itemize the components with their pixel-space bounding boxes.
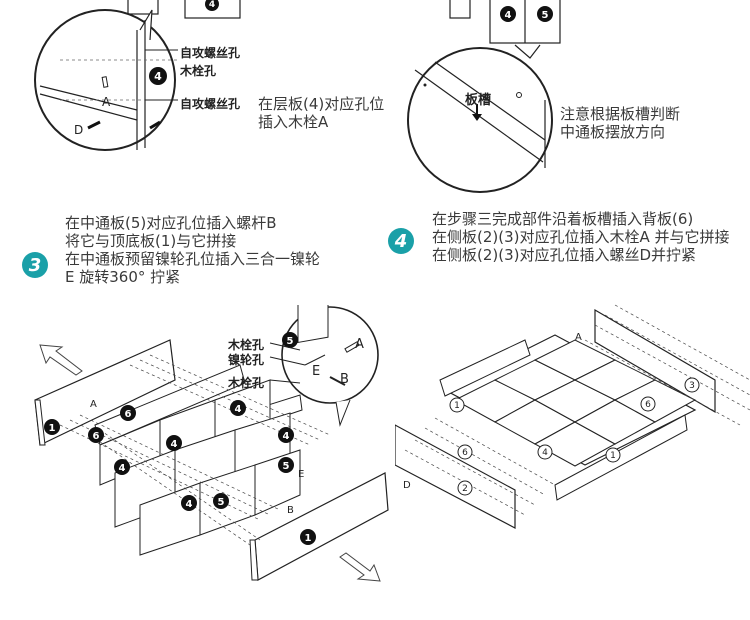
instruction-line-1: 在层板(4)对应孔位 — [258, 95, 385, 113]
svg-text:5: 5 — [218, 497, 225, 508]
step-3-text: 在中通板(5)对应孔位插入螺杆B 将它与顶底板(1)与它拼接 在中通板预留镍轮孔… — [65, 214, 320, 286]
step-4-text: 在步骤三完成部件沿着板槽插入背板(6) 在侧板(2)(3)对应孔位插入木栓A 并… — [432, 210, 730, 264]
label-self-tapping-2: 自攻螺丝孔 — [180, 97, 241, 111]
top-right-detail: 4 5 — [395, 0, 595, 195]
svg-text:5: 5 — [283, 461, 290, 472]
svg-text:5: 5 — [287, 336, 294, 347]
svg-text:4: 4 — [209, 0, 215, 10]
step-4-line-2: 在侧板(2)(3)对应孔位插入木栓A 并与它拼接 — [432, 228, 730, 246]
step-3-panel-badges: 1 6 6 4 4 4 4 4 5 5 1 — [44, 400, 316, 545]
panel-5-badge: 5 — [542, 10, 549, 21]
svg-text:1: 1 — [454, 401, 460, 411]
top-left-instruction: 在层板(4)对应孔位 插入木栓A — [258, 95, 384, 131]
step-3-line-3: 在中通板预留镍轮孔位插入三合一镍轮 — [65, 250, 321, 268]
svg-text:1: 1 — [610, 451, 616, 461]
step-4-diagram: 1 6 4 1 2 3 6 A D — [394, 300, 750, 540]
callout-wood-dowel-hole: 木栓孔 — [228, 338, 265, 352]
step-3-line-4: E 旋转360° 拧紧 — [65, 268, 181, 286]
label-wood-dowel: 木栓孔 — [180, 64, 217, 78]
top-right-note: 注意根据板槽判断 中通板摆放方向 — [560, 105, 680, 141]
step-3-drawing: 1 6 6 4 4 4 4 4 5 5 1 A E B — [34, 256, 389, 582]
callout-a: A — [355, 337, 364, 352]
top-right-drawing: 4 5 — [407, 0, 561, 193]
callout-wood-dowel-hole-2: 木栓孔 — [228, 376, 265, 390]
svg-text:4: 4 — [542, 448, 548, 458]
step-4-letter-a: A — [575, 332, 582, 343]
step-3-letter-a: A — [90, 399, 97, 410]
note-line-1: 注意根据板槽判断 — [560, 105, 681, 123]
panel-4-badge — [149, 67, 167, 85]
slot-label: 板槽 — [465, 93, 492, 108]
svg-text:1: 1 — [49, 423, 56, 434]
svg-text:4: 4 — [283, 431, 290, 442]
top-left-drawing: 4 4 A D — [34, 0, 241, 151]
step-4-line-3: 在侧板(2)(3)对应孔位插入螺丝D并拧紧 — [432, 246, 697, 264]
step-4-drawing: 1 6 4 1 2 3 6 A D — [394, 304, 750, 529]
svg-text:6: 6 — [462, 448, 468, 458]
step-4-panel-badges — [449, 377, 700, 496]
step-3-letter-e: E — [298, 469, 304, 480]
step-3-diagram: 1 6 6 4 4 4 4 4 5 5 1 A E B — [0, 256, 395, 605]
panel-4-badge-text: 4 — [154, 70, 162, 83]
svg-text:1: 1 — [305, 533, 312, 544]
svg-text:2: 2 — [462, 484, 468, 494]
svg-text:3: 3 — [689, 381, 695, 391]
svg-text:4: 4 — [235, 404, 242, 415]
instruction-line-2: 插入木栓A — [258, 113, 329, 131]
callout-b: B — [340, 372, 349, 387]
step-3-line-2: 将它与顶底板(1)与它拼接 — [65, 232, 237, 250]
svg-text:4: 4 — [119, 463, 126, 474]
svg-text:4: 4 — [186, 499, 193, 510]
step-3-letter-b: B — [287, 505, 294, 516]
top-left-detail: 4 4 A D — [0, 0, 250, 160]
svg-text:6: 6 — [125, 409, 132, 420]
callout-e: E — [312, 364, 320, 379]
svg-text:4: 4 — [171, 439, 178, 450]
step-3-line-1: 在中通板(5)对应孔位插入螺杆B — [65, 214, 277, 232]
note-line-2: 中通板摆放方向 — [560, 123, 666, 141]
callout-cam-hole: 镍轮孔 — [228, 353, 265, 367]
label-self-tapping-1: 自攻螺丝孔 — [180, 46, 241, 60]
panel-4-badge: 4 — [505, 10, 512, 21]
step-4-letter-d: D — [403, 480, 411, 491]
part-d-label: D — [74, 123, 83, 137]
step-4-badge: 4 — [388, 228, 414, 254]
part-a-label: A — [102, 95, 111, 109]
svg-text:6: 6 — [645, 400, 651, 410]
step-4-line-1: 在步骤三完成部件沿着板槽插入背板(6) — [432, 210, 694, 228]
svg-text:6: 6 — [93, 431, 100, 442]
step-3-badge: 3 — [22, 252, 48, 278]
